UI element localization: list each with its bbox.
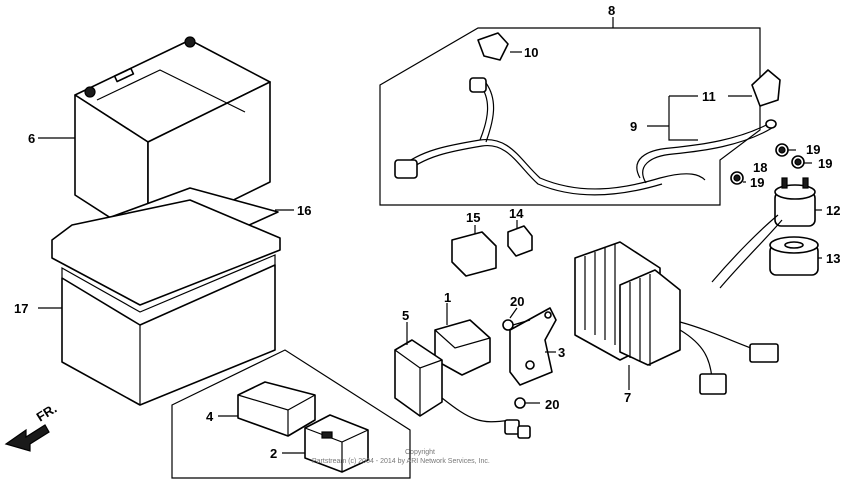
bracket [509, 307, 557, 386]
callout-1: 1 [444, 290, 451, 305]
fr-label: FR. [34, 401, 60, 425]
leader-20a [509, 307, 518, 319]
copyright-line-1: Copyright [405, 449, 435, 456]
relay-rubber-cover [769, 236, 819, 276]
callout-7: 7 [624, 390, 631, 405]
callout-18: 18 [753, 160, 767, 175]
callout-8: 8 [608, 3, 615, 18]
callout-6: 6 [28, 131, 35, 146]
terminal-cap-10 [477, 32, 509, 61]
terminal-cap-11 [751, 69, 781, 107]
regulator-connector-a [749, 343, 779, 363]
small-parts-group-outline [171, 349, 411, 479]
callout-4: 4 [206, 409, 214, 424]
callout-11: 11 [702, 89, 716, 104]
callout-13: 13 [826, 251, 840, 266]
callout-15: 15 [466, 210, 480, 225]
callout-19-c: 19 [750, 175, 764, 190]
battery-terminal-positive [184, 36, 196, 48]
callout-14: 14 [509, 206, 524, 221]
callout-9: 9 [630, 119, 637, 134]
regulator-rectifier [574, 241, 779, 395]
part-2 [304, 414, 369, 473]
starter-relay [711, 177, 816, 289]
wire-harness-group-outline [379, 27, 761, 206]
callout-20-a: 20 [510, 294, 524, 309]
callout-10: 10 [524, 45, 538, 60]
copyright-line-2: Partstream (c) 2004 - 2014 by ARI Networ… [312, 458, 490, 465]
part-14 [507, 225, 533, 257]
callout-17: 17 [14, 301, 28, 316]
callout-16: 16 [297, 203, 311, 218]
bolt-20-b [514, 397, 540, 409]
part-5 [394, 339, 531, 439]
callout-20-b: 20 [545, 397, 559, 412]
battery-wire-harness [394, 77, 777, 196]
callout-5: 5 [402, 308, 409, 323]
callout-19-a: 19 [806, 142, 820, 157]
callout-19-b: 19 [818, 156, 832, 171]
part-4 [237, 381, 316, 437]
callout-2: 2 [270, 446, 277, 461]
regulator-connector-b [699, 373, 727, 395]
callout-12: 12 [826, 203, 840, 218]
battery-terminal-negative [84, 86, 96, 98]
part-1 [434, 319, 491, 376]
front-direction-arrow [4, 424, 50, 452]
leader-9 [668, 96, 698, 141]
battery-case [51, 199, 281, 406]
bolt-20-a [502, 319, 531, 331]
part-15 [451, 231, 497, 277]
callout-3: 3 [558, 345, 565, 360]
